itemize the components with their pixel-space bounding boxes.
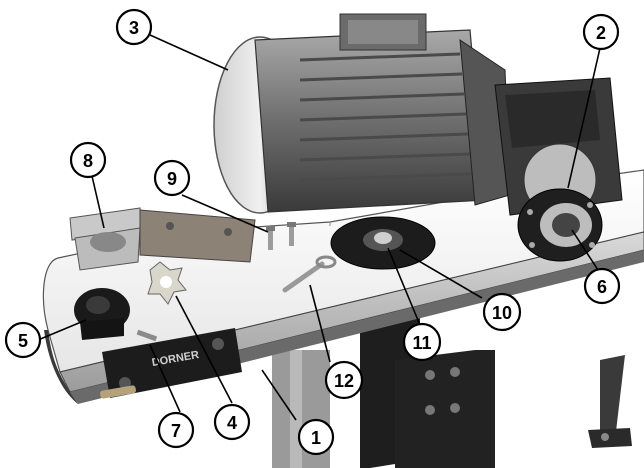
callout-label-10: 10 [492,303,512,323]
coupling-spider [147,261,187,305]
callout-label-6: 6 [597,277,607,297]
callout-label-8: 8 [83,151,93,171]
callout-5: 5 [4,321,42,359]
ring-pin [282,255,337,293]
callout-11: 11 [402,322,442,362]
callout-label-2: 2 [596,23,606,43]
callout-7: 7 [157,411,195,449]
callout-4: 4 [213,403,251,441]
coupling-half [74,288,130,340]
callout-label-1: 1 [311,428,321,448]
gear-motor [213,13,511,214]
callout-label-12: 12 [334,371,354,391]
callout-label-5: 5 [18,331,28,351]
callout-label-7: 7 [171,421,181,441]
callout-1: 1 [297,418,335,456]
screws [266,222,296,250]
callout-10: 10 [482,292,522,332]
callout-label-4: 4 [227,413,237,433]
callout-8: 8 [69,141,107,179]
callout-9: 9 [153,159,191,197]
callout-label-11: 11 [412,333,431,353]
clamp-bracket [69,207,256,271]
callout-label-9: 9 [167,169,177,189]
callout-2: 2 [582,13,620,51]
callout-3: 3 [115,8,153,46]
callout-6: 6 [583,267,621,305]
leader-lines [37,34,601,421]
output-flange [517,188,603,262]
callout-label-3: 3 [129,18,139,38]
conveyor-end-cap: DORNER [100,328,242,399]
callout-12: 12 [324,360,364,400]
shaft-key [136,329,158,342]
